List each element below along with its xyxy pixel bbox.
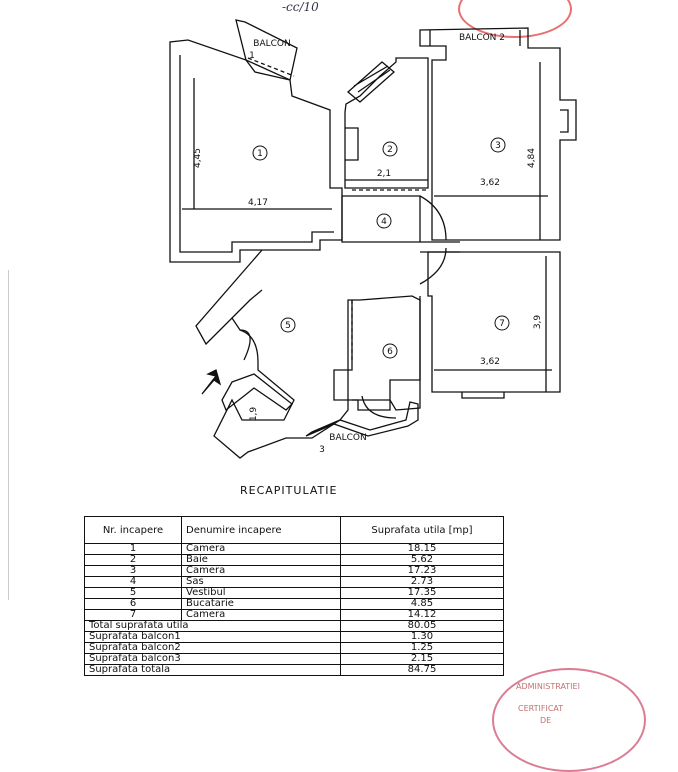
balcony-2-label: BALCON 2 <box>459 33 505 43</box>
window-7 <box>461 392 505 399</box>
wall-room-2 <box>344 57 429 189</box>
row-area: 18.15 <box>340 543 504 555</box>
row-area: 17.23 <box>340 565 504 577</box>
wall-room-1 <box>169 39 343 263</box>
room-1-number: 1 <box>257 149 263 159</box>
row-name: Baie <box>181 554 341 566</box>
wall-room-5 <box>195 249 421 459</box>
floor-plan: BALCON 1 BALCON 2 BALCON 3 1 2 3 4 5 6 7… <box>169 19 577 459</box>
stair-icon <box>347 61 395 103</box>
row-nr: 6 <box>84 598 182 610</box>
total-value: 2.15 <box>340 653 504 665</box>
total-value: 84.75 <box>340 664 504 676</box>
row-area: 2.73 <box>340 576 504 588</box>
row-nr: 7 <box>84 609 182 621</box>
dim-entry: 1,9 <box>249 407 259 422</box>
entry-passage <box>221 373 293 412</box>
total-label: Suprafata balcon3 <box>84 653 341 665</box>
dim-3-width: 3,62 <box>480 178 500 188</box>
balcony-3-label: BALCON <box>329 433 366 443</box>
total-value: 80.05 <box>340 620 504 632</box>
room-7-number: 7 <box>499 319 505 329</box>
balcony-1 <box>235 19 298 81</box>
row-nr: 1 <box>84 543 182 555</box>
wall-room-6 <box>333 296 421 411</box>
total-label: Total suprafata utila <box>84 620 341 632</box>
dim-3-height: 4,84 <box>527 148 537 168</box>
total-label: Suprafata totala <box>84 664 341 676</box>
header-area: Suprafata utila [mp] <box>340 516 504 544</box>
row-nr: 2 <box>84 554 182 566</box>
margin-line <box>8 270 9 600</box>
row-area: 17.35 <box>340 587 504 599</box>
row-area: 14.12 <box>340 609 504 621</box>
table-header-row: Nr. incapere Denumire incapere Suprafata… <box>84 516 504 544</box>
row-nr: 4 <box>84 576 182 588</box>
wall-room-7 <box>427 251 561 393</box>
row-area: 5.62 <box>340 554 504 566</box>
recap-table: Nr. incapere Denumire incapere Suprafata… <box>84 516 504 676</box>
room-3-number: 3 <box>495 141 501 151</box>
window-3 <box>560 109 569 133</box>
header-name: Denumire incapere <box>181 516 341 544</box>
row-nr: 5 <box>84 587 182 599</box>
row-name: Camera <box>181 565 341 577</box>
row-name: Bucatarie <box>181 598 341 610</box>
total-label: Suprafata balcon2 <box>84 642 341 654</box>
entry-arrow-icon <box>201 369 222 395</box>
header-nr: Nr. incapere <box>84 516 182 544</box>
balcony-3-number: 3 <box>319 445 325 455</box>
dim-7-height: 3,9 <box>533 315 543 330</box>
bottom-stamp: ADMINISTRATIEI CERTIFICAT DE <box>492 668 646 772</box>
balcony-1-number: 1 <box>249 51 255 61</box>
header-signature: -cc/10 <box>282 0 319 14</box>
balcony-1-label: BALCON <box>253 39 290 49</box>
row-nr: 3 <box>84 565 182 577</box>
total-value: 1.25 <box>340 642 504 654</box>
stamp-line-2: CERTIFICAT <box>518 704 564 713</box>
wall-room-3 <box>419 27 577 241</box>
dim-2-width: 2,1 <box>377 169 391 179</box>
stamp-line-3: DE <box>540 716 552 725</box>
balcony-3 <box>305 401 419 437</box>
row-area: 4.85 <box>340 598 504 610</box>
room-4-number: 4 <box>381 217 387 227</box>
total-label: Suprafata balcon1 <box>84 631 341 643</box>
row-name: Vestibul <box>181 587 341 599</box>
row-name: Sas <box>181 576 341 588</box>
dim-1-width: 4,17 <box>248 198 268 208</box>
room-5-number: 5 <box>285 321 291 331</box>
stamp-line-1: ADMINISTRATIEI <box>516 682 580 691</box>
row-name: Camera <box>181 609 341 621</box>
wall-room-1-inner <box>179 55 334 253</box>
total-value: 1.30 <box>340 631 504 643</box>
room-6-number: 6 <box>387 347 393 357</box>
dim-7-width: 3,62 <box>480 357 500 367</box>
room-2-number: 2 <box>387 145 393 155</box>
dim-1-height: 4,45 <box>193 148 203 168</box>
recap-title: RECAPITULATIE <box>240 484 338 497</box>
row-name: Camera <box>181 543 341 555</box>
